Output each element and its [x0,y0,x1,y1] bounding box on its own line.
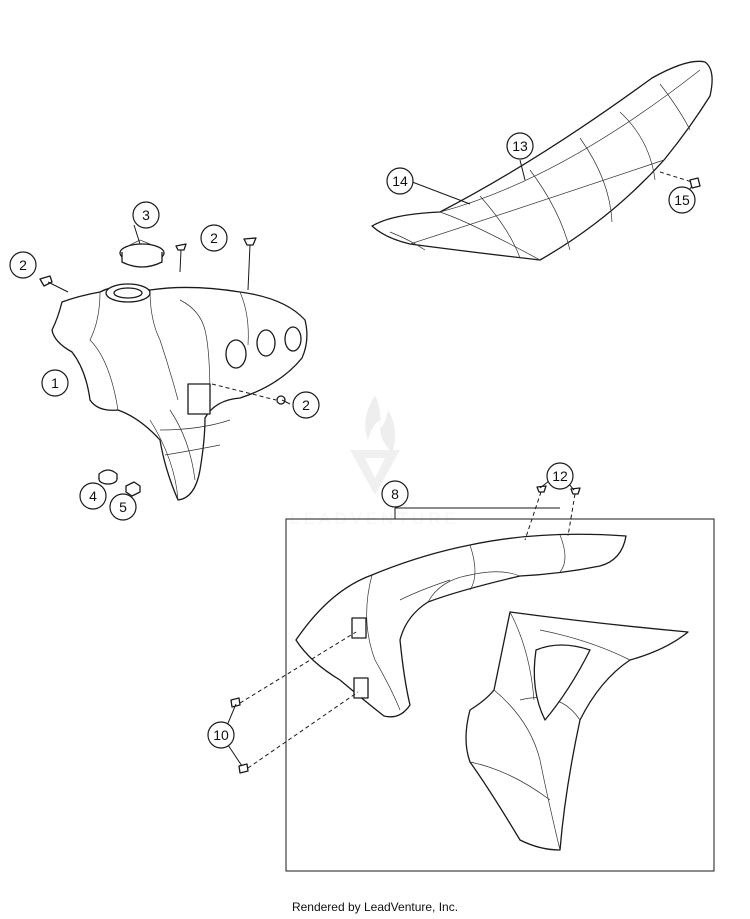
svg-text:10: 10 [213,727,229,743]
screws-cover-front [230,631,359,774]
leader-13 [519,159,526,181]
callout-2b: 2 [200,224,228,252]
side-cover-left [295,533,627,718]
footer-credit: Rendered by LeadVenture, Inc. [291,900,459,914]
svg-text:2: 2 [302,397,310,413]
callout-4: 4 [79,482,107,510]
screw-seat [659,171,701,189]
leader-2d [281,399,291,405]
svg-text:2: 2 [19,257,27,273]
side-cover-right [465,611,689,851]
svg-text:3: 3 [142,207,150,223]
seat [371,60,713,261]
svg-text:13: 13 [512,138,528,154]
callout-12: 12 [546,462,574,490]
callout-8: 8 [381,480,409,508]
callout-14: 14 [386,167,414,195]
leader-3 [133,224,141,245]
svg-text:14: 14 [392,173,408,189]
svg-text:12: 12 [552,468,568,484]
callout-5: 5 [109,493,137,521]
svg-text:1: 1 [51,375,59,391]
callout-3: 3 [132,201,160,229]
spacer [98,469,118,485]
fuel-cap [119,239,165,268]
callout-2a: 2 [9,251,37,279]
screws-tank [39,237,286,405]
callout-1: 1 [41,369,69,397]
kit-box [285,518,715,872]
svg-text:8: 8 [391,486,399,502]
svg-text:15: 15 [674,192,690,208]
callout-2c: 2 [292,391,320,419]
svg-text:4: 4 [89,488,97,504]
svg-text:2: 2 [210,230,218,246]
fuel-tank [51,283,308,501]
callout-15: 15 [668,186,696,214]
leader-14 [406,179,471,205]
screws-cover-top [524,485,581,541]
svg-text:5: 5 [119,499,127,515]
callout-13: 13 [506,132,534,160]
callout-10: 10 [207,721,235,749]
nut [125,481,141,497]
